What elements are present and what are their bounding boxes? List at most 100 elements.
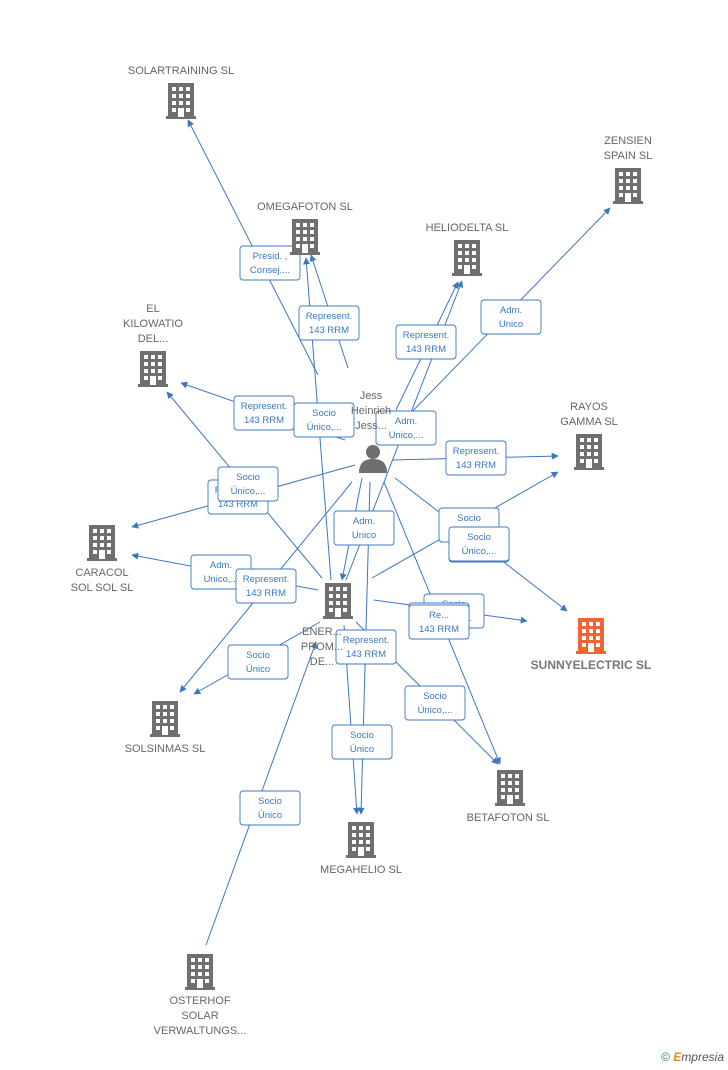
edge-label-osterhof-to-ener-frame: [239, 790, 301, 826]
edge-label-ener-to-kilowatio-text: Único,...: [307, 422, 342, 433]
edge-label-person-to-solartraining-text: Consej....: [250, 265, 290, 276]
edge-label-extra-x3-text: Socio: [467, 532, 491, 543]
edge-label-ener-to-caracol-text: Unico,...: [204, 574, 239, 585]
edge-label-ener-to-betafoton[interactable]: SocioÚnico,...: [404, 685, 466, 721]
edge-label-ener-to-kilowatio-frame: [293, 402, 355, 438]
edge-label-extra-x3-text: Único,...: [462, 546, 497, 557]
node-solsinmas[interactable]: SOLSINMAS SL: [125, 701, 206, 755]
building-icon: [87, 525, 117, 561]
edge-label-person-to-ener-text: Adm.: [353, 516, 375, 527]
person-icon: [359, 445, 387, 473]
node-label-osterhof: VERWALTUNGS...: [154, 1025, 247, 1037]
edge-label-person-to-megahelio[interactable]: Represent.143 RRM: [335, 629, 397, 665]
node-sunny[interactable]: SUNNYELECTRIC SL: [531, 618, 652, 672]
edge-label-ener-to-kilowatio-text: Socio: [312, 408, 336, 419]
edge-label-person-to-omegafoton[interactable]: Represent.143 RRM: [298, 305, 360, 341]
edge-label-ener-to-kilowatio[interactable]: SocioÚnico,...: [293, 402, 355, 438]
edge-label-extra-x2-text: Adm.: [395, 416, 417, 427]
node-label-ener: ENER...: [302, 626, 342, 638]
edge-label-person-to-rayos[interactable]: Represent.143 RRM: [445, 440, 507, 476]
node-label-osterhof: SOLAR: [181, 1010, 218, 1022]
node-label-omegafoton: OMEGAFOTON SL: [257, 201, 353, 213]
node-kilowatio[interactable]: ELKILOWATIODEL...: [123, 303, 183, 387]
edge-label-extra-x4-text: 143 RRM: [419, 624, 459, 635]
edge-label-person-to-rayos-frame: [445, 440, 507, 476]
building-icon: [346, 822, 376, 858]
edge-label-person-to-ener[interactable]: Adm.Unico: [333, 510, 395, 546]
edge-label-ener-to-solsinmas-text: Socio: [246, 650, 270, 661]
edge-label-person-to-megahelio-text: 143 RRM: [346, 649, 386, 660]
node-person[interactable]: JessHeinrichJess...: [351, 390, 391, 473]
node-heliodelta[interactable]: HELIODELTA SL: [426, 222, 509, 276]
edge-label-person-to-solartraining[interactable]: Presid. , Consej....: [239, 245, 301, 281]
brand-logo: Empresia: [673, 1050, 724, 1064]
building-icon: [495, 770, 525, 806]
edge-label-person-to-megahelio-frame: [335, 629, 397, 665]
edge-label-extra-x4-frame: [408, 604, 470, 640]
edge-label-person-to-solsinmas[interactable]: Represent.143 RRM: [235, 568, 297, 604]
node-label-kilowatio: KILOWATIO: [123, 318, 183, 330]
edge-label-person-to-omegafoton-frame: [298, 305, 360, 341]
edge-label-extra-x1-frame: [217, 466, 279, 502]
building-icon: [166, 83, 196, 119]
edge-label-extra-x4[interactable]: Re... 143 RRM: [408, 604, 470, 640]
copyright-icon: ©: [661, 1050, 670, 1064]
building-icon: [574, 434, 604, 470]
node-rayos[interactable]: RAYOS GAMMA SL: [560, 401, 618, 470]
edge-label-ener-to-megahelio-frame: [331, 724, 393, 760]
node-label-osterhof: OSTERHOF: [169, 995, 230, 1007]
edge-label-extra-x2-text: Unico,...: [389, 430, 424, 441]
edge-label-extra-x1[interactable]: SocioÚnico,...: [217, 466, 279, 502]
edge-labels-layer: Presid. , Consej.... Represent. 143 RRM Repr…: [190, 245, 542, 826]
edge-label-extra-x3[interactable]: SocioÚnico,...: [448, 526, 510, 562]
building-icon: [452, 240, 482, 276]
node-betafoton[interactable]: BETAFOTON SL: [467, 770, 550, 824]
edge-label-person-to-solartraining-text: Presid. ,: [253, 251, 288, 262]
edge-label-person-to-zensien-text: Adm.: [500, 305, 522, 316]
edge-label-extra-x4-text: Re...: [429, 610, 449, 621]
edge-label-person-to-rayos-text: Represent.: [453, 446, 499, 457]
edge-label-extra-x2-frame: [375, 410, 437, 446]
edge-label-person-to-heliodelta-text: Represent.: [403, 330, 449, 341]
node-osterhof[interactable]: OSTERHOF SOLAR VERWALTUNGS...: [154, 954, 247, 1037]
node-label-rayos: GAMMA SL: [560, 416, 617, 428]
node-label-megahelio: MEGAHELIO SL: [320, 864, 402, 876]
node-solartraining[interactable]: SOLARTRAINING SL: [128, 65, 234, 119]
edge-label-extra-x1-text: Socio: [236, 472, 260, 483]
building-icon: [323, 583, 353, 619]
node-ener[interactable]: ENER...PROM...DE...: [301, 583, 353, 668]
node-label-ener: DE...: [310, 656, 334, 668]
edge-label-ener-to-betafoton-text: Único,...: [418, 705, 453, 716]
edge-label-extra-x2[interactable]: Adm. Unico,...: [375, 410, 437, 446]
edge-label-person-to-solsinmas-text: Represent.: [243, 574, 289, 585]
node-omegafoton[interactable]: OMEGAFOTON SL: [257, 201, 353, 255]
node-label-betafoton: BETAFOTON SL: [467, 812, 550, 824]
footer-brand: © Empresia: [661, 1050, 724, 1064]
node-label-zensien: ZENSIEN: [604, 135, 652, 147]
edge-label-person-to-zensien-frame: [480, 299, 542, 335]
edge-label-person-to-kilowatio-text: 143 RRM: [244, 415, 284, 426]
building-icon: [138, 351, 168, 387]
node-label-person: Jess: [360, 390, 383, 402]
edge-label-person-to-heliodelta-text: 143 RRM: [406, 344, 446, 355]
edge-label-person-to-zensien[interactable]: Adm. Unico: [480, 299, 542, 335]
edge-label-person-to-solsinmas-frame: [235, 568, 297, 604]
edge-label-person-to-kilowatio-text: Represent.: [241, 401, 287, 412]
edge-label-person-to-kilowatio[interactable]: Represent. 143 RRM: [233, 395, 295, 431]
building-icon: [185, 954, 215, 990]
node-megahelio[interactable]: MEGAHELIO SL: [320, 822, 402, 876]
edge-label-person-to-heliodelta[interactable]: Represent. 143 RRM: [395, 324, 457, 360]
node-label-kilowatio: DEL...: [138, 333, 169, 345]
node-label-heliodelta: HELIODELTA SL: [426, 222, 509, 234]
edge-label-ener-to-solsinmas-frame: [227, 644, 289, 680]
node-label-rayos: RAYOS: [570, 401, 608, 413]
edge-label-person-to-zensien-text: Unico: [499, 319, 523, 330]
edge-label-ener-to-solsinmas-text: Único: [246, 664, 270, 675]
